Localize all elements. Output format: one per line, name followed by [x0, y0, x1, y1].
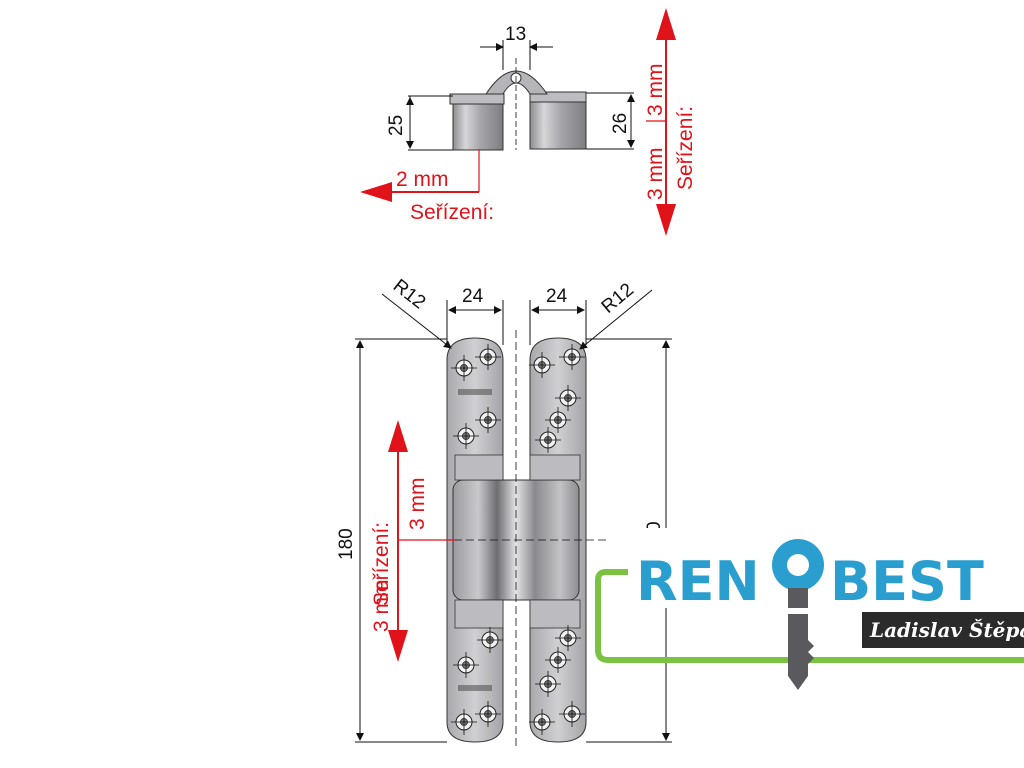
logo-brand-left: REN: [636, 550, 760, 613]
logo-brand-right: BEST: [830, 550, 984, 613]
top-view: 13 25 26 2 mm Seřízení: 3 mm 3 mm Seříze…: [360, 8, 697, 236]
dim-front-left-radius: R12: [389, 275, 429, 313]
dim-top-right-height: 26: [610, 113, 631, 134]
front-adj-down-value: 3 mm: [370, 580, 393, 633]
arrow-left-icon: [360, 182, 392, 202]
screw-holes: [451, 344, 585, 735]
arrow-up-icon: [656, 8, 676, 40]
dim-front-right-partial: 0: [644, 521, 665, 532]
logo-owner: Ladislav Štěpán: [869, 617, 1024, 642]
adj-horizontal-value: 2 mm: [396, 168, 449, 191]
front-arrow-down-icon: [388, 630, 408, 662]
front-adj-label: Seřízení:: [370, 522, 393, 606]
dim-front-right-radius: R12: [598, 279, 638, 317]
arrow-down-icon: [656, 204, 676, 236]
renobest-logo: REN BEST Ladislav Štěpán: [595, 528, 1024, 690]
adj-horizontal-label: Seřízení:: [410, 201, 494, 224]
logo-frame: [595, 569, 1024, 663]
front-view: 24 24 R12 R12 180 0 Seřízení: 3 mm 3 mm: [336, 275, 672, 750]
logo-owner-banner: [862, 612, 1024, 648]
dim-front-right-width: 24: [546, 286, 568, 307]
dim-top-width: 13: [505, 24, 526, 45]
adj-vertical-down-value: 3 mm: [644, 148, 667, 201]
front-arrow-up-icon: [388, 420, 408, 452]
adj-vertical-up-value: 3 mm: [644, 64, 667, 117]
top-right-cylinder: [529, 93, 587, 150]
dim-top-left-height: 25: [386, 115, 407, 136]
dim-front-left-width: 24: [462, 286, 484, 307]
adj-vertical-label: Seřízení:: [674, 106, 697, 190]
top-left-cylinder: [452, 95, 504, 151]
dim-front-height: 180: [336, 528, 357, 560]
front-adj-up-value: 3 mm: [406, 478, 429, 531]
key-icon: [772, 539, 824, 690]
